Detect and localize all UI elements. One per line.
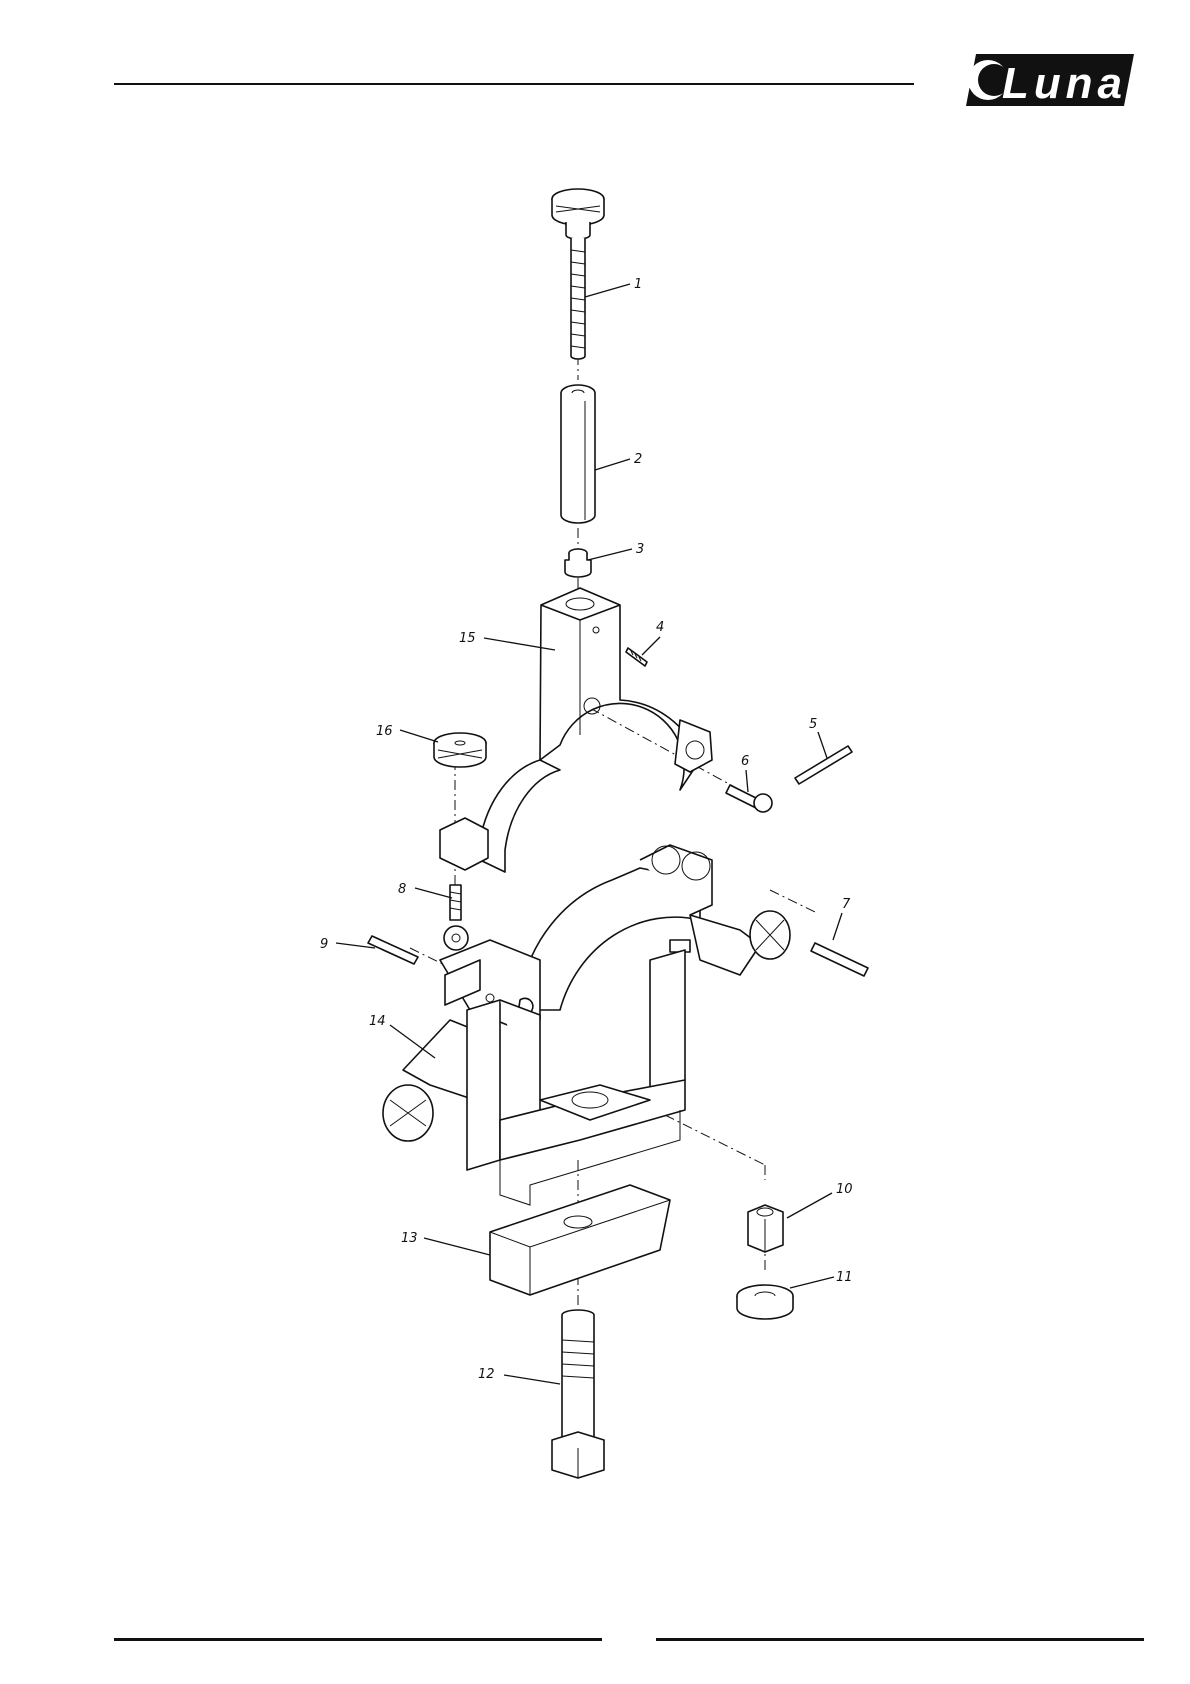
lower-bracket-assembly	[383, 845, 790, 1205]
part-4-pin	[626, 648, 647, 666]
callout-11: 11	[836, 1270, 853, 1285]
callout-9: 9	[320, 937, 328, 952]
part-9-pin	[368, 936, 418, 964]
callout-10: 10	[836, 1182, 853, 1197]
callout-8: 8	[398, 882, 406, 897]
callout-16: 16	[376, 724, 393, 739]
part-11-washer	[737, 1285, 793, 1319]
part-2-tube	[561, 385, 595, 523]
callout-6: 6	[741, 754, 749, 769]
part-6-screw	[726, 785, 772, 812]
part-8-eye-bolt	[444, 885, 468, 950]
part-10-hex-nut	[748, 1205, 783, 1252]
footer-rule-right	[656, 1638, 1144, 1641]
part-13-tslot-block	[490, 1185, 670, 1295]
part-5-pin	[795, 746, 852, 784]
callout-15: 15	[459, 631, 476, 646]
callout-13: 13	[401, 1231, 418, 1246]
part-3-bushing	[565, 549, 591, 577]
part-15-upper-bracket	[440, 588, 712, 872]
callout-14: 14	[369, 1014, 386, 1029]
part-7-pin	[811, 943, 868, 976]
part-16-knurled-nut	[434, 733, 486, 767]
callout-4: 4	[656, 620, 664, 635]
footer-rule-left	[114, 1638, 602, 1641]
callout-2: 2	[634, 452, 642, 467]
part-1-knurled-screw	[552, 189, 604, 359]
callout-5: 5	[809, 717, 817, 732]
part-12-hex-bolt	[552, 1310, 604, 1478]
callout-7: 7	[842, 897, 851, 912]
callout-3: 3	[636, 542, 644, 557]
callout-1: 1	[634, 277, 642, 292]
callout-12: 12	[478, 1367, 495, 1382]
